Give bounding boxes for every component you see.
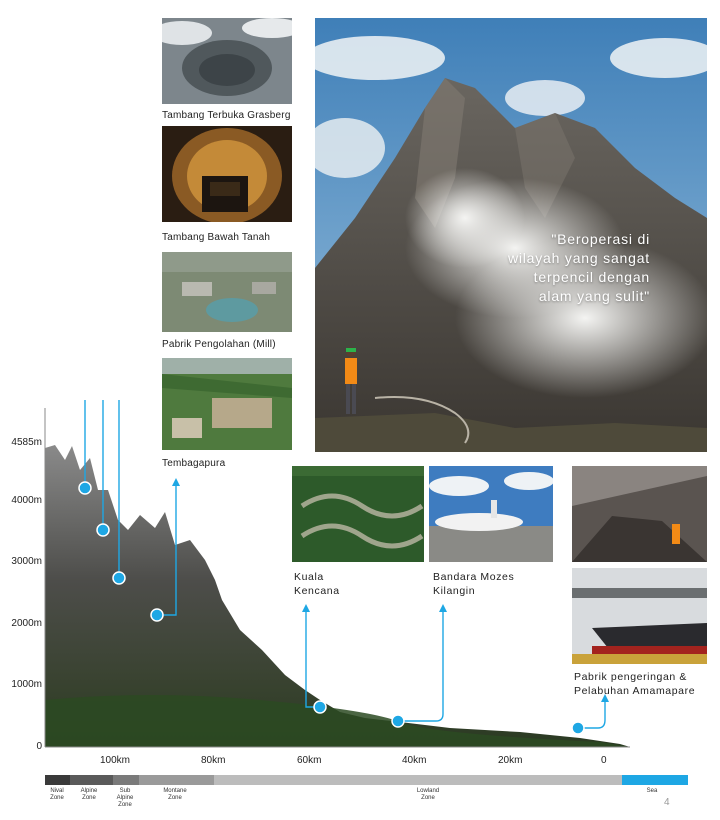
zone-alpine-bar (70, 775, 113, 785)
distance-label-100: 100km (100, 755, 131, 766)
caption-pabrik-line2: Pelabuhan Amamapare (574, 685, 696, 697)
caption-bandara-line1: Bandara Mozes (433, 571, 515, 583)
zone-subalpine-bar (113, 775, 139, 785)
caption-pabrik-line1: Pabrik pengeringan & (574, 671, 687, 683)
elevation-label-1000: 1000m (11, 679, 42, 690)
zone-sea-bar (622, 775, 688, 785)
elevation-label-0: 0 (36, 741, 42, 752)
caption-kuala-line1: Kuala (294, 571, 324, 583)
quote-text: "Beroperasi di wilayah yang sangat terpe… (507, 231, 650, 304)
elevation-label-4000: 4000m (11, 495, 42, 506)
distance-label-40: 40km (402, 755, 427, 766)
zone-nival-bar (45, 775, 70, 785)
caption-mill: Pabrik Pengolahan (Mill) (162, 339, 276, 350)
distance-label-20: 20km (498, 755, 523, 766)
caption-pabrik: Pabrik pengeringan & Pelabuhan Amamapare (574, 670, 695, 698)
mountain-silhouette (45, 445, 630, 747)
kuala-kencana-photo (292, 466, 424, 562)
elevation-label-4585: 4585m (11, 437, 42, 448)
location-markers (78, 481, 585, 735)
elevation-profile (44, 400, 630, 748)
distance-label-60: 60km (297, 755, 322, 766)
zone-montane-bar (139, 775, 214, 785)
zone-sea-label: Sea (646, 788, 658, 794)
caption-kuala-kencana: Kuala Kencana (294, 570, 340, 598)
distance-label-0: 0 (601, 755, 607, 766)
bandara-photo (429, 466, 553, 562)
distance-label-80: 80km (201, 755, 226, 766)
drying-plant-photo (572, 466, 707, 562)
elevation-label-2000: 2000m (11, 618, 42, 629)
grasberg-photo (162, 18, 292, 104)
caption-bandara-line2: Kilangin (433, 585, 476, 597)
caption-kuala-line2: Kencana (294, 585, 340, 597)
page-number: 4 (664, 797, 670, 808)
zone-lowland-bar (214, 775, 622, 785)
tembagapura-photo (162, 358, 292, 450)
underground-photo (162, 126, 292, 222)
caption-tembagapura: Tembagapura (162, 458, 226, 469)
caption-bandara: Bandara Mozes Kilangin (433, 570, 514, 598)
mountain-photo (315, 18, 707, 452)
caption-underground: Tambang Bawah Tanah (162, 232, 271, 243)
connector-arrowheads (172, 478, 609, 702)
elevation-label-3000: 3000m (11, 556, 42, 567)
caption-grasberg: Tambang Terbuka Grasberg (162, 110, 291, 121)
port-photo (572, 568, 707, 664)
mill-photo (162, 252, 292, 332)
